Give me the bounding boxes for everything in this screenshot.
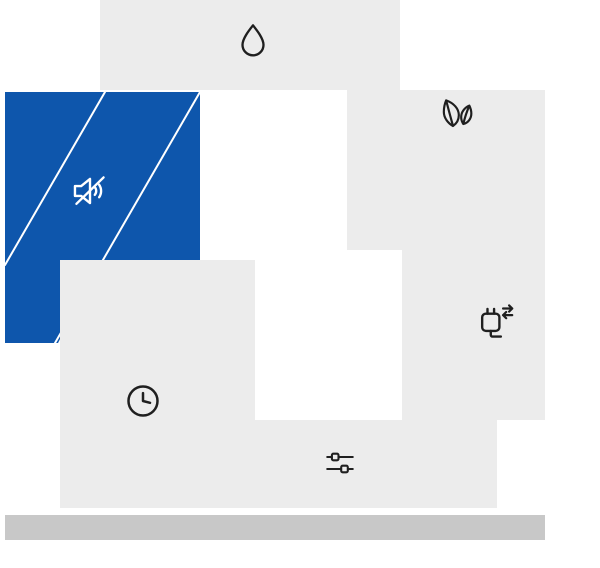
tile-options[interactable] (202, 420, 497, 508)
tile-water[interactable] (100, 0, 400, 90)
sliders-icon (326, 452, 354, 474)
leaf-icon (442, 99, 473, 128)
clock-icon (127, 385, 159, 417)
bottom-bar (5, 515, 545, 540)
plug-swap-icon (480, 304, 514, 338)
speaker-mute-icon (73, 176, 105, 206)
tile-power[interactable] (402, 250, 545, 420)
tile-eco[interactable] (347, 90, 545, 250)
water-drop-icon (241, 24, 265, 57)
